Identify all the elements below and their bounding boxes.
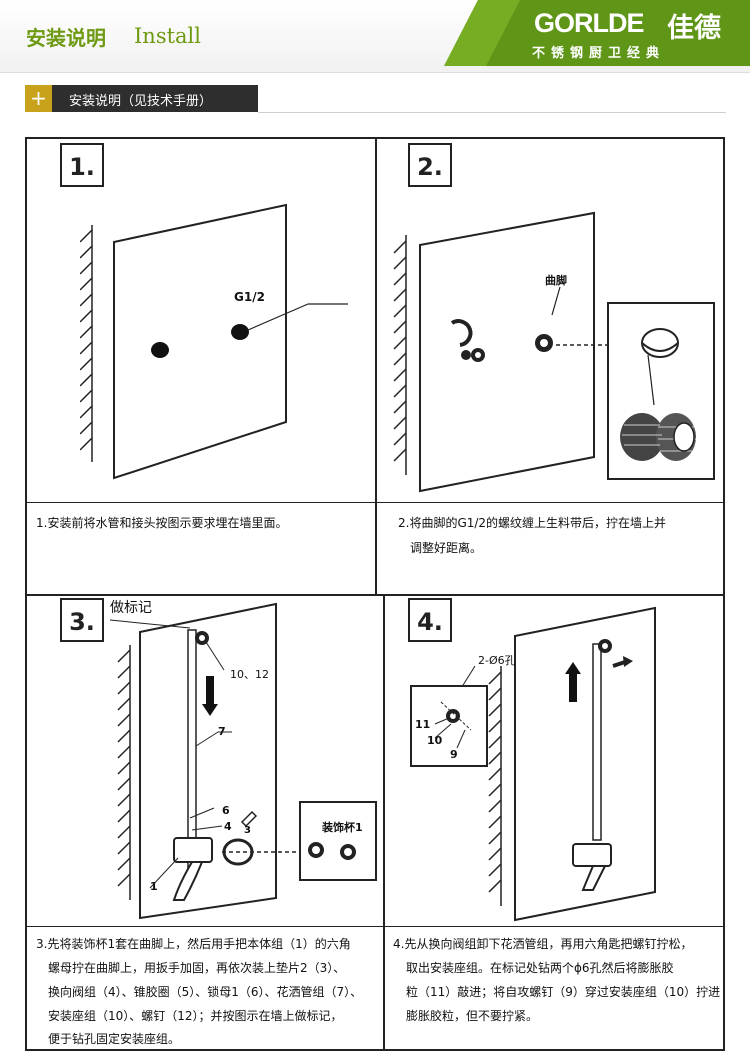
step-3-part-label-c: 6 (222, 804, 230, 817)
step-2-caption-line: 2.将曲脚的G1/2的螺纹缠上生料带后，拧在墙上并 (398, 516, 667, 530)
step-4-part-10: 10 (427, 734, 443, 747)
page-header: 安装说明 Install GORLDE 佳德 不锈钢厨卫经典 (0, 0, 750, 73)
section-divider (258, 112, 726, 113)
step-4-hole-label: 2-Ø6孔 (478, 654, 516, 667)
brand-slogan: 不锈钢厨卫经典 (532, 46, 666, 61)
step-3-part-label-e: 1 (150, 880, 158, 893)
step-3-box-label: 装饰杯1 (322, 821, 363, 834)
step-2-figure (393, 211, 715, 493)
section-title: 安装说明（见技术手册） (69, 94, 213, 109)
step-1-figure (80, 203, 348, 480)
step-4-part-9: 9 (450, 748, 458, 761)
brand-chinese-name: 佳德 (667, 13, 721, 44)
section-title-bar: + 安装说明（见技术手册） (25, 85, 258, 112)
step-3-caption-line: 螺母拧在曲脚上，用扳手加固，再依次装上垫片2（3）、 (48, 961, 346, 975)
step-4-part-11: 11 (415, 718, 431, 731)
step-2-number: 2. (408, 143, 452, 187)
step-4-caption-line: 取出安装座组。在标记处钻两个ϕ6孔然后将膨胀胶 (406, 961, 674, 975)
step-1-label-g12: G1/2 (234, 290, 265, 304)
step-2-caption-line: 调整好距离。 (410, 541, 483, 555)
step-4-caption-line: 4.先从换向阀组卸下花洒管组，再用六角匙把螺钉拧松， (393, 937, 693, 951)
step-3-caption-line: 安装座组（10）、螺钉（12）；并按图示在墙上做标记， (48, 1009, 343, 1023)
step-2-label-bend: 曲脚 (545, 274, 567, 287)
step-3-caption-line: 便于钻孔固定安装座组。 (48, 1032, 181, 1046)
step-3-number: 3. (60, 598, 104, 642)
step-4-caption-line: 粒（11）敲进；将自攻螺钉（9）穿过安装座组（10）拧进 (406, 985, 721, 999)
plus-icon: + (25, 85, 52, 112)
step-3-caption-line: 3.先将装饰杯1套在曲脚上，然后用手把本体组（1）的六角 (36, 937, 351, 951)
header-title-en: Install (134, 24, 201, 48)
step-1-number: 1. (60, 143, 104, 187)
step-3-part-label-a: 10、12 (230, 668, 269, 681)
step-4-caption-line: 膨胀胶粒，但不要拧紧。 (406, 1009, 539, 1023)
step-3-part-label-b: 7 (218, 725, 226, 738)
step-4-number: 4. (408, 598, 452, 642)
step-1-caption: 1.安装前将水管和接头按图示要求埋在墙里面。 (36, 516, 288, 530)
header-title-cn: 安装说明 (26, 26, 106, 50)
step-3-figure (110, 602, 377, 920)
brand-banner-shape (444, 0, 750, 66)
step-3-caption-line: 换向阀组（4）、锥胶圈（5）、锁母1（6）、花洒管组（7）、 (48, 985, 363, 999)
step-4-figure (410, 606, 656, 922)
step-3-mark-label: 做标记 (110, 600, 152, 616)
brand-logo-text: GORLDE (534, 8, 645, 38)
step-3-part-label-d: 4 (224, 820, 232, 833)
step-3-part-label-f: 3 (244, 825, 251, 836)
